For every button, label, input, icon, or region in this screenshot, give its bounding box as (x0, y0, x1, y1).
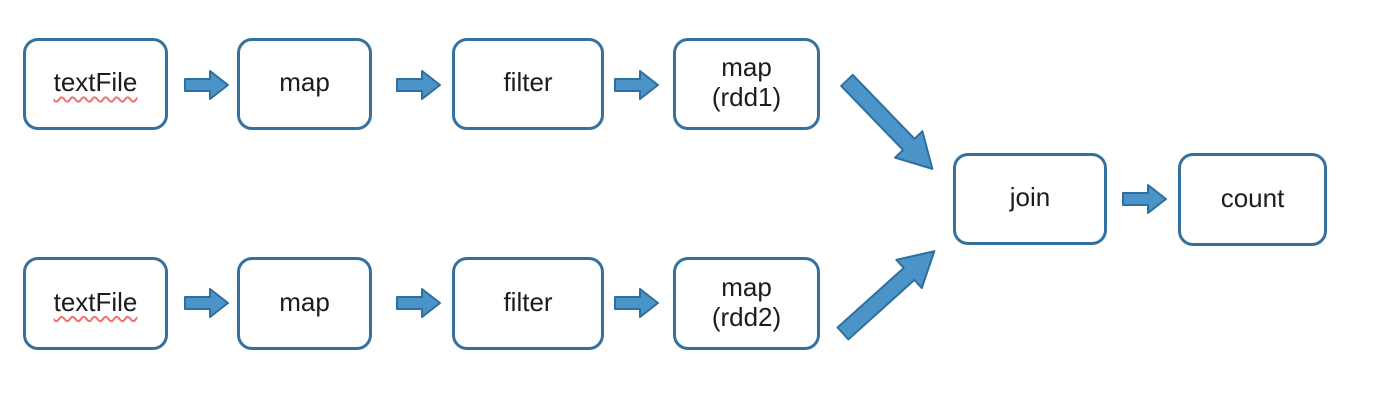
arrow-right-icon (184, 287, 230, 319)
node-label: filter (503, 67, 553, 97)
node-map-bottom: map (237, 257, 372, 350)
arrow-right-icon (184, 69, 230, 101)
node-label: textFile (53, 286, 138, 317)
arrow-down-right-icon (831, 65, 949, 185)
node-sublabel: (rdd1) (711, 82, 782, 112)
arrow-right-icon (396, 69, 442, 101)
arrow-right-icon (614, 70, 659, 100)
node-label: map (279, 286, 330, 317)
node-label: textFile (53, 67, 138, 97)
node-map-top: map (237, 38, 372, 130)
node-map-rdd2: map (rdd2) (673, 257, 820, 350)
arrow-up-right-icon (836, 250, 936, 341)
node-filter-bottom: filter (452, 257, 604, 350)
node-label: map (721, 271, 772, 302)
node-join: join (953, 153, 1107, 245)
node-textfile-top: textFile (23, 38, 168, 130)
node-count: count (1178, 153, 1327, 246)
arrow-right-icon (184, 70, 229, 100)
arrow-right-icon (614, 287, 660, 319)
node-filter-top: filter (452, 38, 604, 130)
node-label: count (1220, 182, 1285, 213)
node-label: join (1009, 182, 1051, 212)
arrow-right-icon (1122, 184, 1167, 214)
node-label: map (279, 67, 330, 97)
arrow-right-icon (396, 288, 441, 318)
arrow-right-icon (1122, 183, 1168, 215)
node-sublabel: (rdd2) (711, 301, 782, 332)
node-label: map (721, 52, 772, 82)
arrow-right-icon (184, 288, 229, 318)
node-textfile-bottom: textFile (23, 257, 168, 350)
arrow-down-right-icon (840, 73, 934, 170)
arrow-right-icon (614, 288, 659, 318)
arrow-right-icon (614, 69, 660, 101)
arrow-up-right-icon (828, 234, 950, 350)
node-label: filter (503, 286, 553, 317)
arrow-right-icon (396, 287, 442, 319)
node-map-rdd1: map (rdd1) (673, 38, 820, 130)
arrow-right-icon (396, 70, 441, 100)
